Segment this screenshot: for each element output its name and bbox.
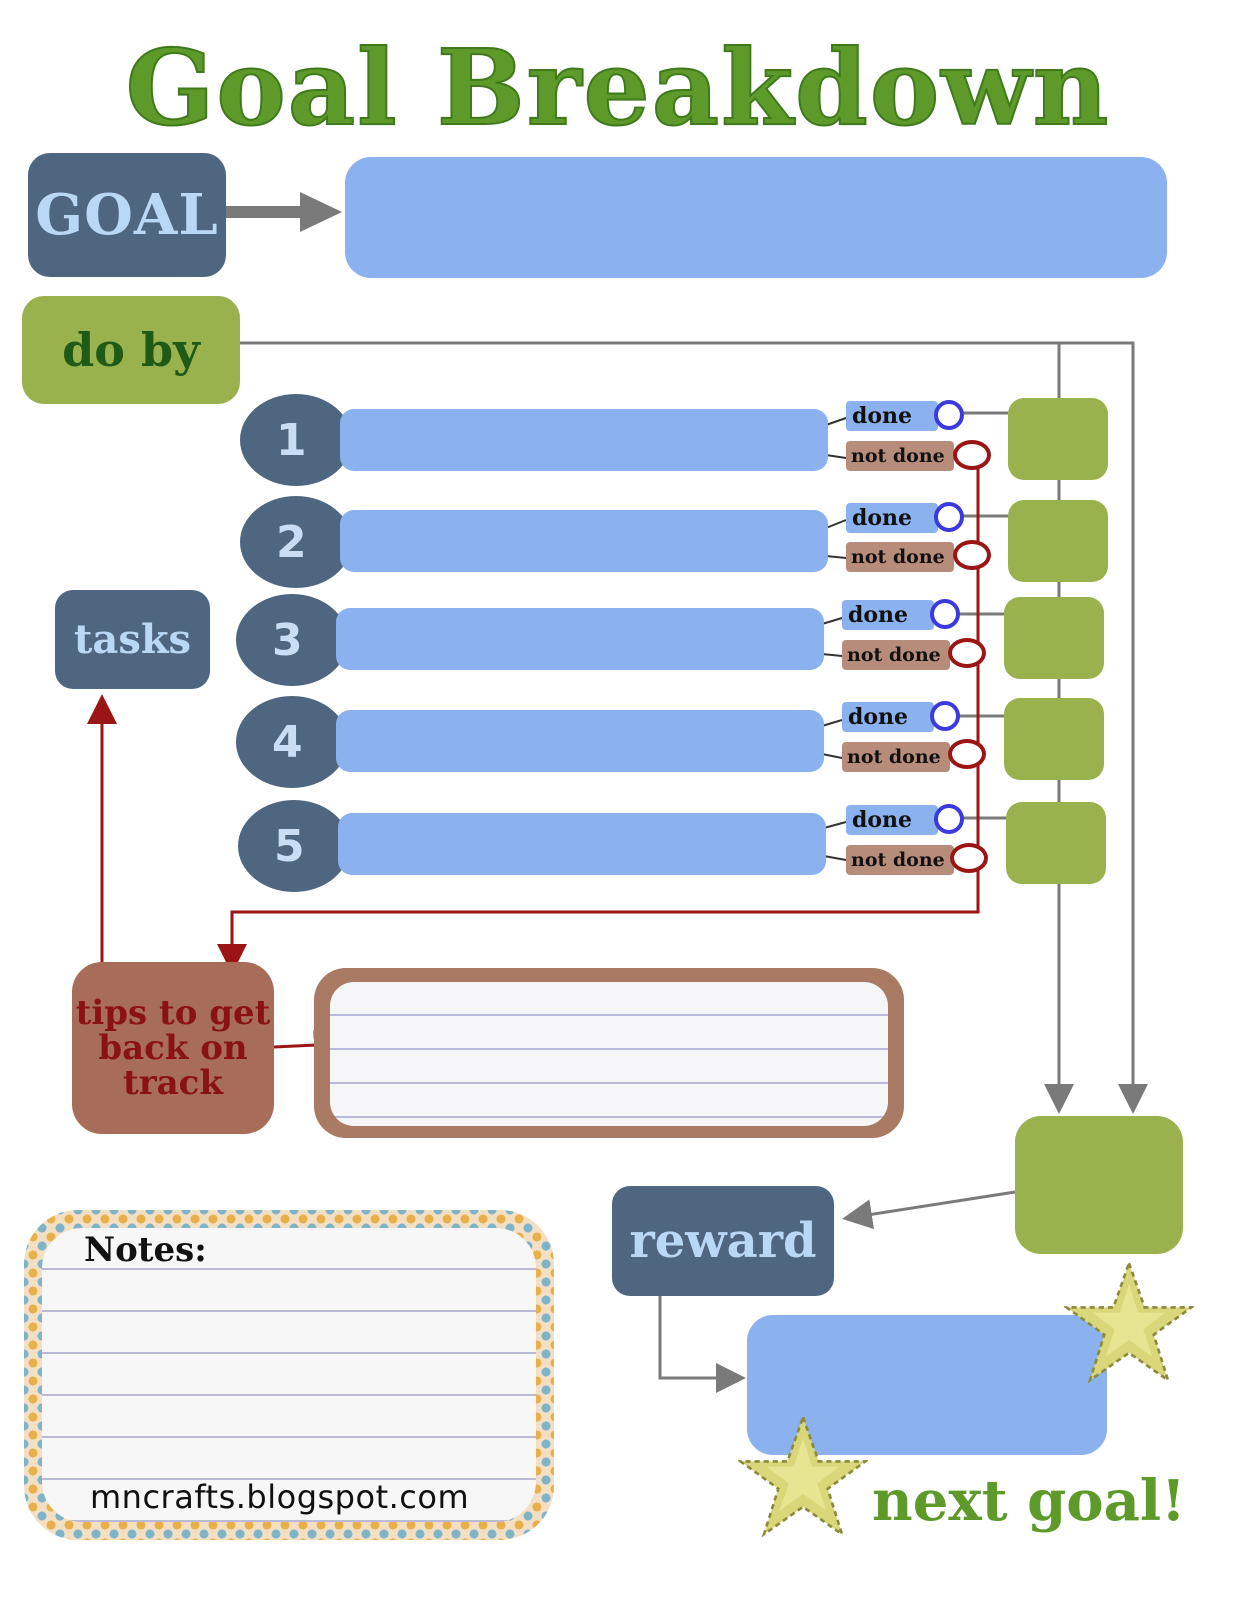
reward-arrow xyxy=(842,1190,1016,1230)
task-input-5[interactable] xyxy=(338,813,826,875)
done-label-5: done xyxy=(846,805,938,835)
goal-arrowhead xyxy=(300,192,342,232)
not-done-label-2: not done xyxy=(846,542,954,572)
star-icon xyxy=(738,1413,868,1538)
done-label-3: done xyxy=(842,600,934,630)
task-input-3[interactable] xyxy=(336,608,824,670)
notes-input-area[interactable] xyxy=(42,1228,536,1522)
task-check-box-4[interactable] xyxy=(1004,698,1104,780)
not-done-label-3: not done xyxy=(842,640,950,670)
task-number-4: 4 xyxy=(236,696,348,788)
task-number-1: 1 xyxy=(240,394,352,486)
not-done-label-4: not done xyxy=(842,742,950,772)
page-title: Goal Breakdown xyxy=(125,26,1111,149)
do-by-label: do by xyxy=(22,296,240,404)
task-check-box-3[interactable] xyxy=(1004,597,1104,679)
tips-label: tips to get back on track xyxy=(72,962,274,1134)
done-radio-4[interactable] xyxy=(930,701,960,731)
task-number-2: 2 xyxy=(240,496,352,588)
task-input-1[interactable] xyxy=(340,409,828,471)
star-icon xyxy=(1064,1259,1194,1384)
done-label-1: done xyxy=(846,401,938,431)
tips-input-area[interactable] xyxy=(330,982,888,1126)
done-radio-2[interactable] xyxy=(934,502,964,532)
not-done-radio-1[interactable] xyxy=(953,440,991,470)
next-goal-label: next goal! xyxy=(872,1468,1186,1534)
done-radio-3[interactable] xyxy=(930,599,960,629)
task-check-box-5[interactable] xyxy=(1006,802,1106,884)
not-done-radio-4[interactable] xyxy=(948,739,986,769)
not-done-label-5: not done xyxy=(846,845,954,875)
goal-input-box[interactable] xyxy=(345,157,1167,278)
task-check-box-2[interactable] xyxy=(1008,500,1108,582)
tasks-label: tasks xyxy=(55,590,210,689)
done-label-2: done xyxy=(846,503,938,533)
not-done-radio-3[interactable] xyxy=(948,638,986,668)
next-goal-arrow xyxy=(658,1296,746,1393)
done-label-4: done xyxy=(842,702,934,732)
done-radio-5[interactable] xyxy=(934,804,964,834)
not-done-radio-2[interactable] xyxy=(953,540,991,570)
task-number-3: 3 xyxy=(236,594,348,686)
goal-label: GOAL xyxy=(28,153,226,277)
notes-title: Notes: xyxy=(84,1230,207,1270)
done-radio-1[interactable] xyxy=(934,400,964,430)
not-done-label-1: not done xyxy=(846,441,954,471)
reward-check-box[interactable] xyxy=(1015,1116,1183,1254)
task-input-4[interactable] xyxy=(336,710,824,772)
site-url: mncrafts.blogspot.com xyxy=(90,1478,470,1516)
not-done-radio-5[interactable] xyxy=(950,843,988,873)
reward-label: reward xyxy=(612,1186,834,1296)
task-number-5: 5 xyxy=(238,800,350,892)
task-check-box-1[interactable] xyxy=(1008,398,1108,480)
task-input-2[interactable] xyxy=(340,510,828,572)
